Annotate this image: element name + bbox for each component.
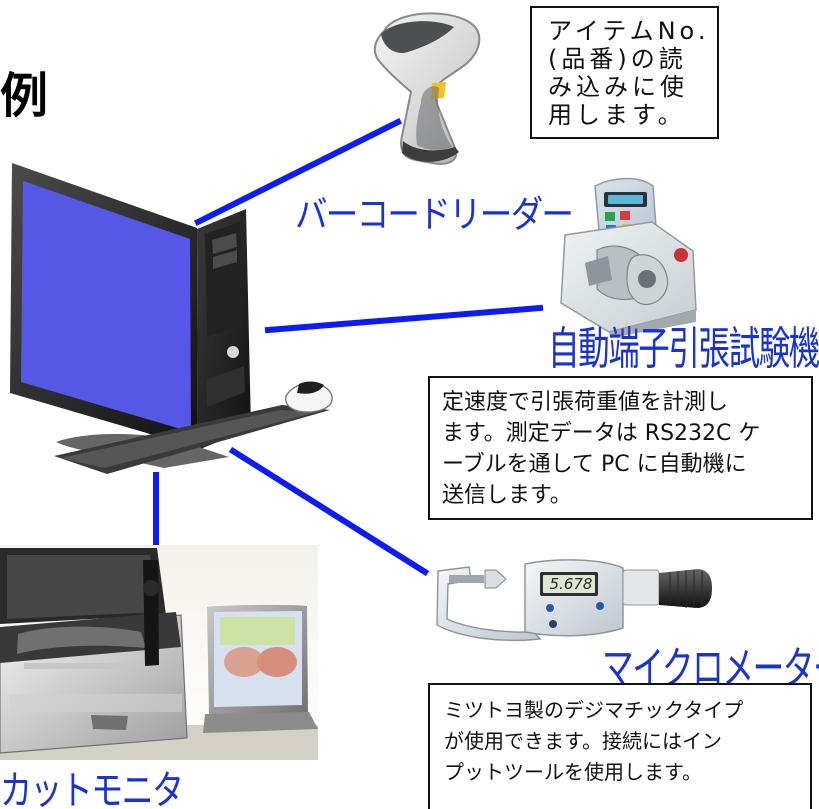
camera-monitor-label: カットモニタ [0, 768, 184, 809]
page-title-fragment: 例 [0, 68, 49, 124]
micrometer-readout: 5.678 [550, 575, 593, 593]
item-number-callout-line: み込みに使 [548, 73, 688, 101]
camera-case-icon [0, 545, 318, 760]
tensile-tester-description-line: 定速度で引張荷重値を計測し [442, 390, 729, 415]
micrometer-description-line: が使用できます。接続にはイン [444, 729, 722, 753]
tensile-tester-icon [560, 177, 697, 338]
monitor-screen [21, 181, 191, 432]
connector-line-barcode [193, 117, 403, 227]
connector-line-tester [264, 304, 544, 334]
item-number-callout-line: 用します。 [548, 101, 686, 129]
connector-group [153, 117, 544, 577]
desktop-computer-icon [10, 163, 333, 474]
barcode-scanner-icon [373, 12, 481, 165]
item-number-callout: アイテムNo. (品番)の読 み込みに使 用します。 [530, 6, 719, 139]
tensile-tester-description-line: ます。測定データは RS232C ケ [442, 421, 761, 446]
connector-line-micrometer [228, 446, 430, 577]
camera-case-illustration [0, 545, 318, 760]
tensile-tester-illustration [550, 168, 715, 338]
barcode-reader-label: バーコードリーダー [295, 193, 574, 236]
tensile-tester-description-line: ーブルを通して PC に自動機に [442, 452, 747, 477]
desktop-computer-illustration [0, 150, 350, 490]
tensile-tester-label: 自動端子引張試験機 [548, 322, 819, 375]
item-number-callout-line: (品番)の読 [548, 45, 687, 73]
item-number-callout-line: アイテムNo. [548, 17, 710, 45]
barcode-scanner-illustration [360, 0, 500, 170]
micrometer-description-box: ミツトヨ製のデジマチックタイプ が使用できます。接続にはイン プットツールを使用… [428, 683, 812, 809]
micrometer-description-line: ミツトヨ製のデジマチックタイプ [444, 698, 744, 722]
micrometer-icon: 5.678 [436, 559, 712, 641]
tensile-tester-description-box: 定速度で引張荷重値を計測し ます。測定データは RS232C ケ ーブルを通して… [428, 376, 813, 520]
tensile-tester-description-line: 送信します。 [442, 483, 572, 508]
micrometer-illustration: 5.678 [430, 550, 730, 650]
micrometer-description-line: プットツールを使用します。 [444, 760, 702, 784]
